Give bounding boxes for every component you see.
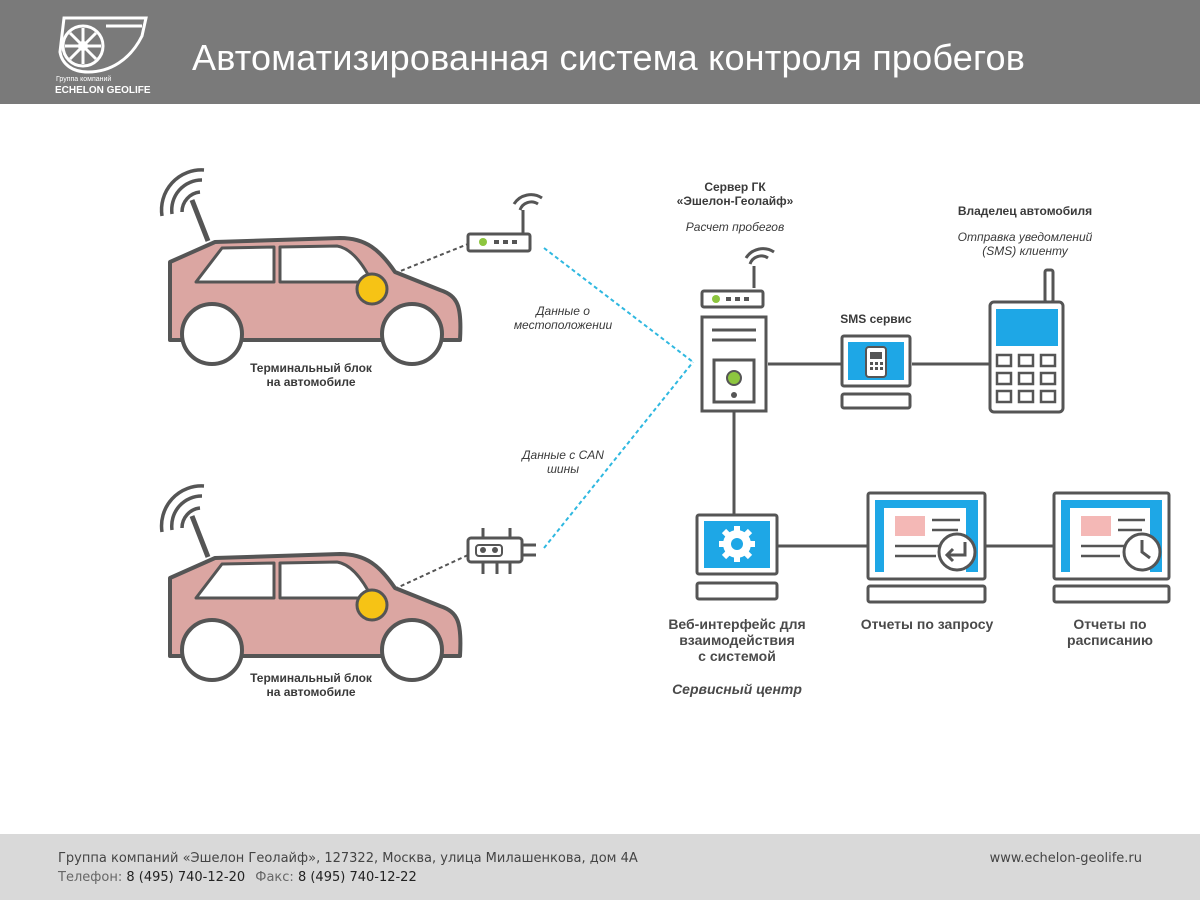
server-subtitle: Расчет пробегов — [685, 220, 785, 234]
link-can-line-1: Данные с CAN — [522, 448, 604, 462]
system-diagram: Терминальный блок на автомобиле Терминал… — [0, 104, 1200, 834]
reports-schedule-label: Отчеты по расписанию — [1040, 616, 1180, 648]
web-interface-line-2: взаимодействия — [679, 632, 795, 648]
can-adapter-icon — [466, 528, 536, 574]
reports-schedule-line-2: расписанию — [1067, 632, 1153, 648]
page-title: Автоматизированная система контроля проб… — [192, 37, 1026, 78]
logo-wheel-icon — [58, 16, 148, 74]
phone-number: 8 (495) 740-12-20 — [126, 870, 246, 885]
phone-label: Телефон: — [58, 870, 123, 885]
logo-group-text: Группа компаний — [56, 76, 112, 83]
report-clock-icon — [1052, 491, 1171, 604]
logo-brand-name: ECHELON GEOLIFE — [55, 85, 151, 96]
reports-request-label: Отчеты по запросу — [860, 616, 994, 632]
link-location-label: Данные о местоположении — [498, 304, 628, 332]
car-top-label: Терминальный блок на автомобиле — [236, 361, 386, 389]
report-enter-icon — [866, 491, 987, 604]
fax-number: 8 (495) 740-12-22 — [297, 870, 417, 885]
link-location-line-2: местоположении — [513, 318, 613, 332]
footer-address: Группа компаний «Эшелон Геолайф», 127322… — [58, 851, 638, 866]
owner-subtitle: Отправка уведомлений (SMS) клиенту — [940, 230, 1110, 258]
header-bar: Группа компаний ECHELON GEOLIFE Автомати… — [0, 0, 1200, 104]
server-title-line-1: Сервер ГК — [704, 180, 766, 194]
car-bottom-label-line-2: на автомобиле — [266, 685, 356, 699]
link-can-line-2: шины — [546, 462, 580, 476]
sms-terminal-icon — [840, 334, 912, 410]
link-location-line-1: Данные о — [536, 304, 590, 318]
footer: Группа компаний «Эшелон Геолайф», 127322… — [0, 834, 1200, 900]
footer-phones: Телефон: 8 (495) 740-12-20 Факс: 8 (495)… — [58, 870, 417, 885]
reports-schedule-line-1: Отчеты по — [1073, 616, 1147, 632]
mobile-phone-icon — [988, 268, 1065, 414]
diagram-graphics — [0, 104, 1171, 834]
web-interface-label: Веб-интерфейс для взаимодействия с систе… — [652, 616, 822, 664]
car-bottom-label-line-1: Терминальный блок — [250, 671, 372, 685]
server-tower-icon — [700, 247, 775, 413]
gps-tracker-icon — [466, 193, 543, 253]
car-icon — [162, 170, 461, 364]
sms-service-label: SMS сервис — [840, 312, 912, 326]
web-interface-line-3: с системой — [698, 648, 776, 664]
web-interface-line-1: Веб-интерфейс для — [668, 616, 806, 632]
owner-subtitle-line-2: (SMS) клиенту — [982, 244, 1068, 258]
owner-subtitle-line-1: Отправка уведомлений — [957, 230, 1093, 244]
car-top-label-line-1: Терминальный блок — [250, 361, 372, 375]
website-link[interactable]: www.echelon-geolife.ru — [989, 851, 1142, 866]
car-icon — [162, 486, 461, 680]
owner-title: Владелец автомобиля — [957, 204, 1093, 218]
settings-gear-icon — [695, 513, 779, 601]
service-center-label: Сервисный центр — [672, 681, 802, 697]
server-title: Сервер ГК «Эшелон-Геолайф» — [665, 180, 805, 208]
fax-label: Факс: — [255, 870, 294, 885]
car-bottom-label: Терминальный блок на автомобиле — [236, 671, 386, 699]
car-top-label-line-2: на автомобиле — [266, 375, 356, 389]
link-can-label: Данные с CAN шины — [498, 448, 628, 476]
server-title-line-2: «Эшелон-Геолайф» — [676, 194, 794, 208]
